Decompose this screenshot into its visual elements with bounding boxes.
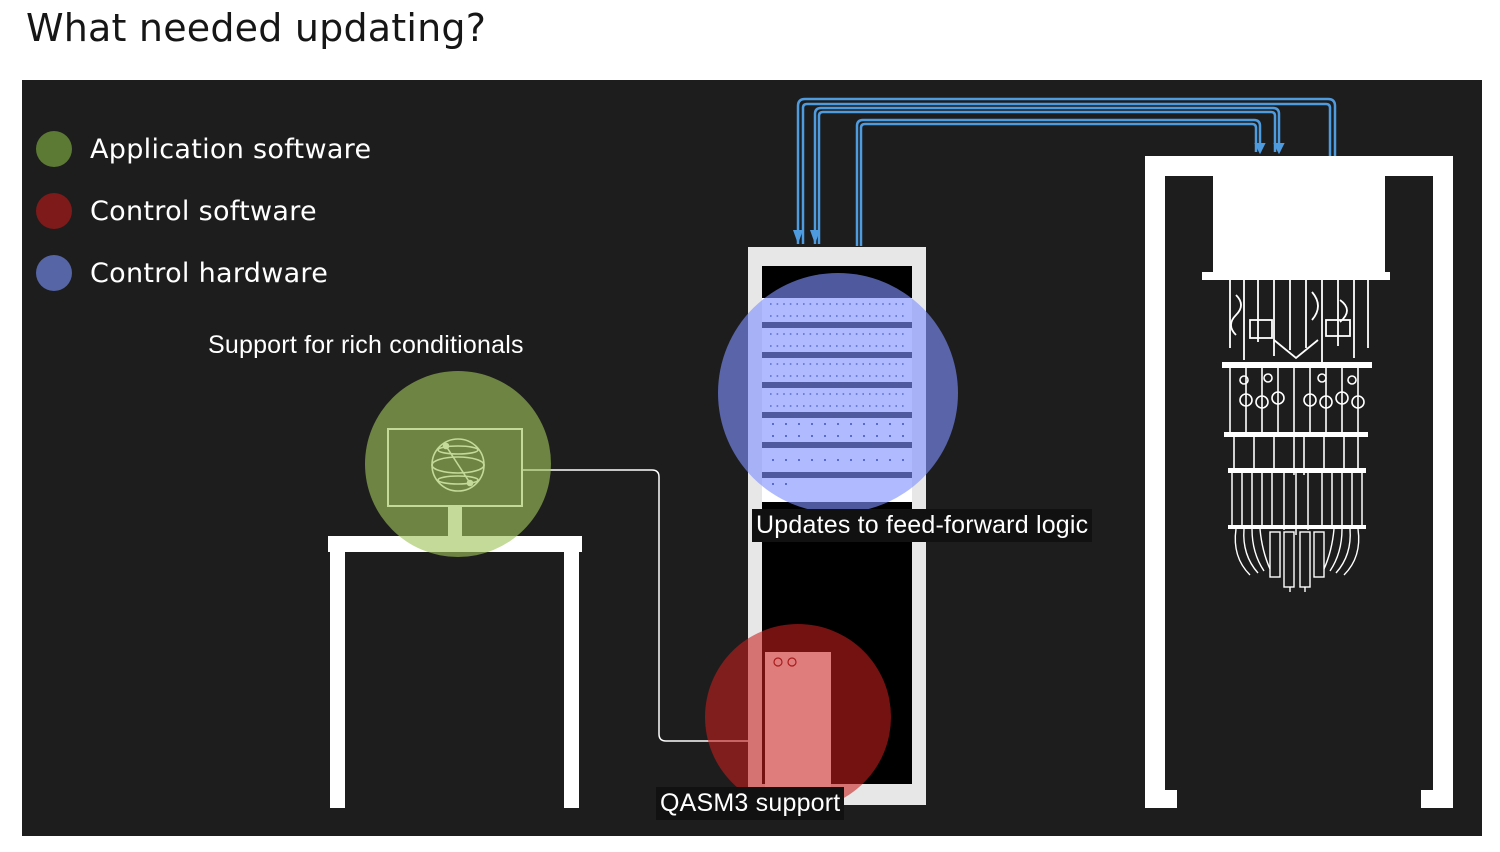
legend-item-control-software: Control software bbox=[36, 180, 371, 242]
callout-qasm3-support: QASM3 support bbox=[656, 787, 845, 820]
dilution-refrigerator bbox=[1202, 176, 1390, 592]
legend-dot-control-hardware bbox=[36, 255, 72, 291]
legend-dot-application-software bbox=[36, 131, 72, 167]
legend-label: Control hardware bbox=[90, 257, 329, 289]
legend-item-control-hardware: Control hardware bbox=[36, 242, 371, 304]
signal-lines bbox=[793, 97, 1337, 246]
application-software-highlight bbox=[365, 371, 551, 557]
legend-label: Control software bbox=[90, 195, 317, 227]
cryostat-frame bbox=[1145, 156, 1453, 808]
diagram-panel: Application software Control software Co… bbox=[22, 80, 1482, 836]
legend-label: Application software bbox=[90, 133, 372, 165]
legend-dot-control-software bbox=[36, 193, 72, 229]
legend: Application software Control software Co… bbox=[36, 118, 371, 304]
slide-title: What needed updating? bbox=[26, 6, 487, 50]
callout-rich-conditionals: Support for rich conditionals bbox=[208, 331, 524, 359]
control-hardware-highlight bbox=[718, 273, 958, 513]
desk bbox=[328, 536, 582, 808]
control-software-highlight bbox=[705, 624, 891, 810]
callout-feed-forward-logic: Updates to feed-forward logic bbox=[752, 509, 1093, 542]
legend-item-application-software: Application software bbox=[36, 118, 371, 180]
